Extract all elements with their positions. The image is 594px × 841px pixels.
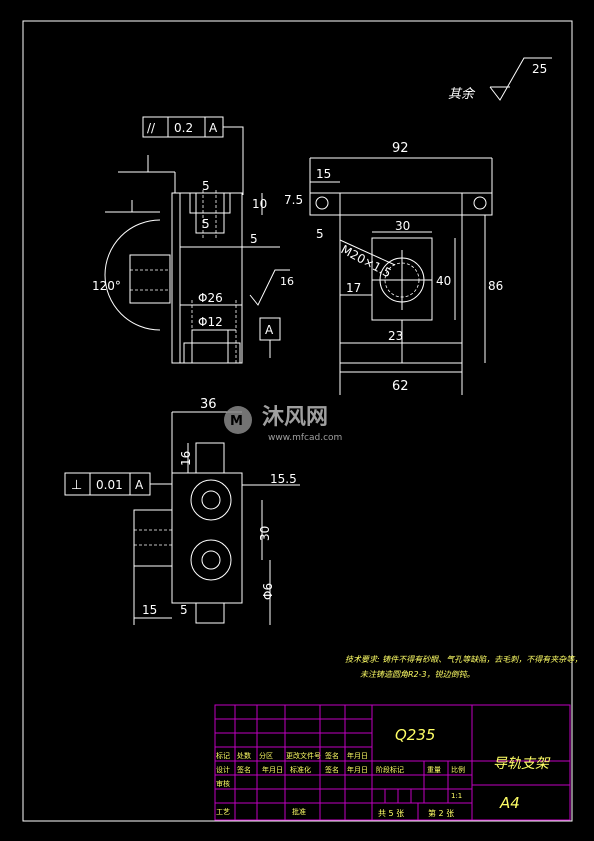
svg-text:共 5 张: 共 5 张 [378, 809, 404, 818]
svg-text:年月日: 年月日 [347, 765, 368, 774]
svg-text:标准化: 标准化 [290, 765, 311, 774]
svg-text:A: A [209, 121, 218, 135]
svg-text:签名: 签名 [325, 765, 339, 774]
svg-text:阶段标记: 阶段标记 [376, 765, 404, 774]
svg-text://: // [147, 121, 156, 135]
svg-text:签名: 签名 [325, 751, 339, 760]
svg-text:重量: 重量 [427, 766, 441, 774]
svg-text:年月日: 年月日 [347, 751, 368, 760]
front-dim-30: 30 [395, 219, 410, 233]
svg-text:比例: 比例 [451, 765, 465, 774]
front-dim-7-5: 7.5 [284, 193, 303, 207]
front-thread: M20×1.5 [339, 242, 394, 280]
notes-line1: 技术要求: 铸件不得有砂眼、气孔等缺陷，去毛刺，不得有夹杂等， [345, 655, 582, 664]
sheet-border [22, 20, 573, 822]
side-dim-5b: 5 [202, 217, 210, 231]
svg-text:0.2: 0.2 [174, 121, 193, 135]
watermark-url: www.mfcad.com [268, 433, 342, 443]
front-dim-17: 17 [346, 281, 361, 295]
svg-text:工艺: 工艺 [216, 808, 230, 816]
svg-text:批准: 批准 [292, 807, 306, 816]
tolerance-frame-perpendicular: ⊥ 0.01 A [64, 472, 172, 496]
top-dim-5: 5 [180, 603, 188, 617]
top-dim-30: 30 [258, 526, 272, 541]
top-dim-15: 15 [142, 603, 157, 617]
watermark: M 沐风网 www.mfcad.com [224, 405, 342, 443]
watermark-logo [224, 406, 252, 434]
side-dia-26: Φ26 [198, 291, 223, 305]
front-dim-23: 23 [388, 329, 403, 343]
svg-text:⊥: ⊥ [71, 478, 82, 493]
front-dim-92: 92 [392, 141, 409, 156]
svg-text:1:1: 1:1 [451, 792, 462, 800]
front-dim-86: 86 [488, 279, 503, 293]
roughness-value: 25 [532, 62, 547, 76]
side-dia-12: Φ12 [198, 315, 223, 329]
svg-text:M: M [230, 414, 243, 429]
front-dim-5: 5 [316, 227, 324, 241]
top-dia-6: Φ6 [261, 583, 275, 600]
top-view: ⊥ 0.01 A 36 16 15.5 30 Φ6 15 5 [64, 397, 300, 625]
svg-text:第 2 张: 第 2 张 [428, 808, 454, 818]
title-part-name: 导轨支架 [493, 756, 551, 772]
svg-text:审核: 审核 [216, 779, 230, 788]
side-dim-5c: 5 [250, 232, 258, 246]
svg-text:签名: 签名 [237, 765, 251, 774]
front-dim-62: 62 [392, 379, 409, 394]
side-dim-5a: 5 [202, 179, 210, 193]
front-dim-15: 15 [316, 167, 331, 181]
top-dim-16: 16 [179, 451, 193, 466]
svg-text:设计: 设计 [216, 765, 230, 774]
watermark-brand: 沐风网 [262, 405, 328, 430]
svg-text:标记: 标记 [216, 751, 230, 760]
side-view: 5 5 10 5 120° Φ26 Φ12 A 16 [92, 155, 294, 364]
notes-line2: 未注铸造圆角R2-3，锐边倒钝。 [360, 670, 475, 679]
side-angle: 120° [92, 279, 121, 293]
front-dim-40: 40 [436, 274, 451, 288]
svg-text:分区: 分区 [259, 751, 273, 760]
side-dim-10: 10 [252, 197, 267, 211]
front-view: 92 15 7.5 5 30 M20×1.5 17 40 86 23 62 [284, 141, 503, 395]
svg-text:处数: 处数 [237, 751, 251, 760]
tolerance-frame-parallel: // 0.2 A [142, 116, 244, 195]
side-datum-a: A [265, 323, 274, 337]
side-rough: 16 [280, 275, 294, 288]
svg-text:A: A [135, 478, 144, 492]
svg-text:0.01: 0.01 [96, 478, 123, 492]
roughness-note: 其余 25 [448, 57, 552, 102]
title-block: Q235 导轨支架 A4 标记 处数 分区 更改文件号 签名 年月日 设计 签名… [214, 704, 571, 821]
top-dim-15-5: 15.5 [270, 472, 297, 486]
roughness-label: 其余 [448, 86, 476, 102]
title-material: Q235 [395, 726, 435, 744]
svg-text:年月日: 年月日 [262, 765, 283, 774]
svg-text:更改文件号: 更改文件号 [286, 751, 321, 760]
title-paper: A4 [499, 794, 520, 812]
top-dim-36: 36 [200, 397, 217, 412]
